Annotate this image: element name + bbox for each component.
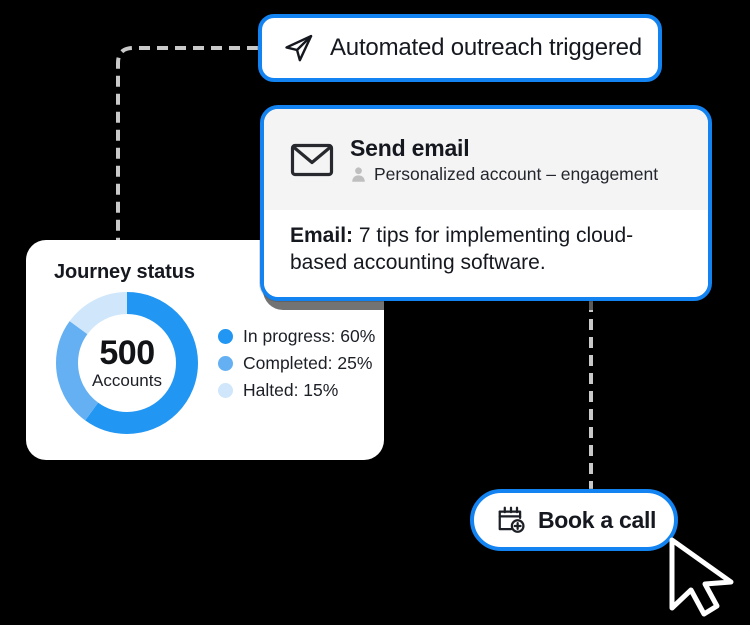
donut-value: 500	[99, 333, 155, 372]
journey-status-title: Journey status	[54, 261, 195, 283]
person-icon	[350, 166, 367, 183]
send-email-card[interactable]: Send email Personalized account – engage…	[260, 105, 712, 301]
legend-item-in-progress[interactable]: In progress: 60%	[218, 326, 375, 347]
book-a-call-button[interactable]: Book a call	[470, 489, 678, 551]
send-email-subtitle-row: Personalized account – engagement	[350, 164, 658, 185]
paper-plane-icon	[282, 31, 316, 65]
journey-legend: In progress: 60% Completed: 25% Halted: …	[218, 326, 375, 401]
legend-item-completed[interactable]: Completed: 25%	[218, 353, 375, 374]
automated-outreach-label: Automated outreach triggered	[330, 34, 642, 61]
envelope-icon	[290, 143, 334, 177]
automated-outreach-card[interactable]: Automated outreach triggered	[258, 14, 662, 82]
send-email-body-label: Email:	[290, 224, 354, 247]
journey-donut-chart[interactable]: 500 Accounts	[52, 288, 202, 438]
calendar-plus-icon	[496, 505, 526, 535]
legend-label-halted: Halted: 15%	[243, 379, 339, 400]
journey-status-body: 500 Accounts In progress: 60% Completed:…	[26, 288, 384, 438]
donut-segment-halted	[56, 292, 198, 434]
send-email-header-text: Send email Personalized account – engage…	[350, 135, 658, 185]
donut-center-label: 500 Accounts	[52, 288, 202, 438]
connector-outreach-to-journey	[116, 46, 258, 252]
donut-segment-completed	[56, 292, 198, 434]
send-email-body-text: 7 tips for implementing cloud-based acco…	[290, 224, 634, 274]
journey-status-card[interactable]: Journey status 500 Accounts	[26, 240, 384, 460]
legend-dot-completed	[218, 355, 233, 371]
legend-dot-in-progress	[218, 328, 233, 344]
send-email-header: Send email Personalized account – engage…	[264, 109, 708, 210]
send-email-title: Send email	[350, 134, 470, 161]
legend-label-completed: Completed: 25%	[243, 352, 373, 373]
legend-item-halted[interactable]: Halted: 15%	[218, 380, 375, 401]
donut-unit: Accounts	[92, 370, 162, 390]
mouse-pointer-icon	[655, 528, 750, 620]
send-email-body: Email: 7 tips for implementing cloud-bas…	[264, 210, 708, 297]
legend-label-in-progress: In progress: 60%	[243, 325, 376, 346]
send-email-subtitle: Personalized account – engagement	[374, 163, 659, 184]
book-a-call-label: Book a call	[538, 506, 657, 533]
legend-dot-halted	[218, 382, 233, 398]
